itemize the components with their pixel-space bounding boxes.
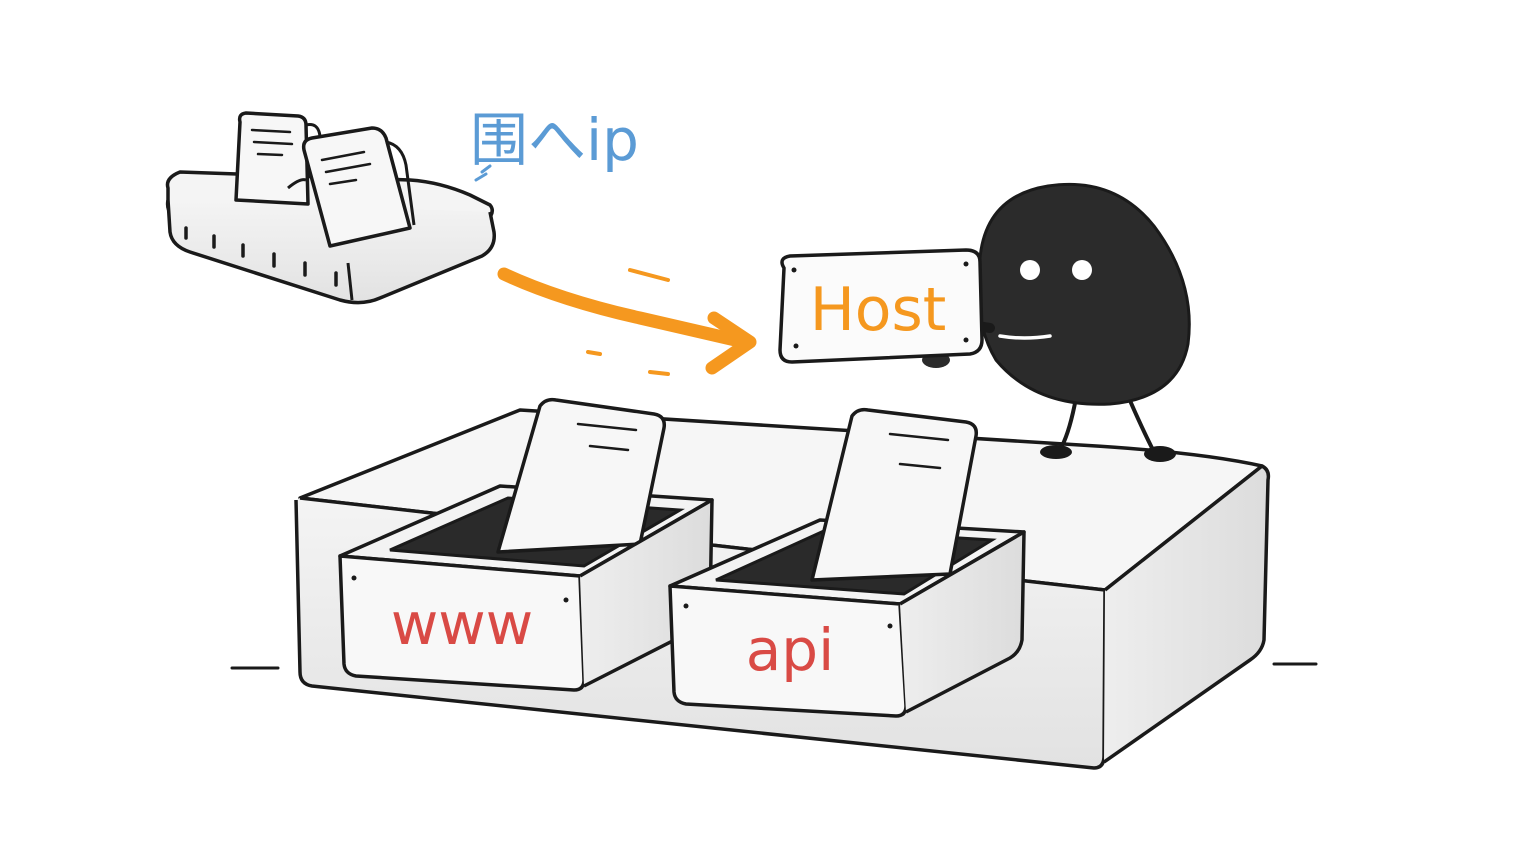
character-eye-left xyxy=(1020,260,1040,280)
routing-arrow xyxy=(497,267,757,376)
router-character xyxy=(922,182,1191,462)
host-sign-label: Host xyxy=(810,275,947,345)
annotation-text: 围へip xyxy=(470,106,639,174)
bin-api: api xyxy=(668,407,1026,718)
character-eye-right xyxy=(1072,260,1092,280)
host-sign: Host xyxy=(778,248,984,364)
source-tray xyxy=(165,111,496,305)
annotation-motion-lines xyxy=(474,164,492,182)
bin-label-api: api xyxy=(746,616,834,684)
bin-www: www xyxy=(338,397,714,692)
character-foot-right xyxy=(1144,446,1176,462)
character-foot-left xyxy=(1040,445,1072,459)
bin-label-www: www xyxy=(391,590,533,658)
